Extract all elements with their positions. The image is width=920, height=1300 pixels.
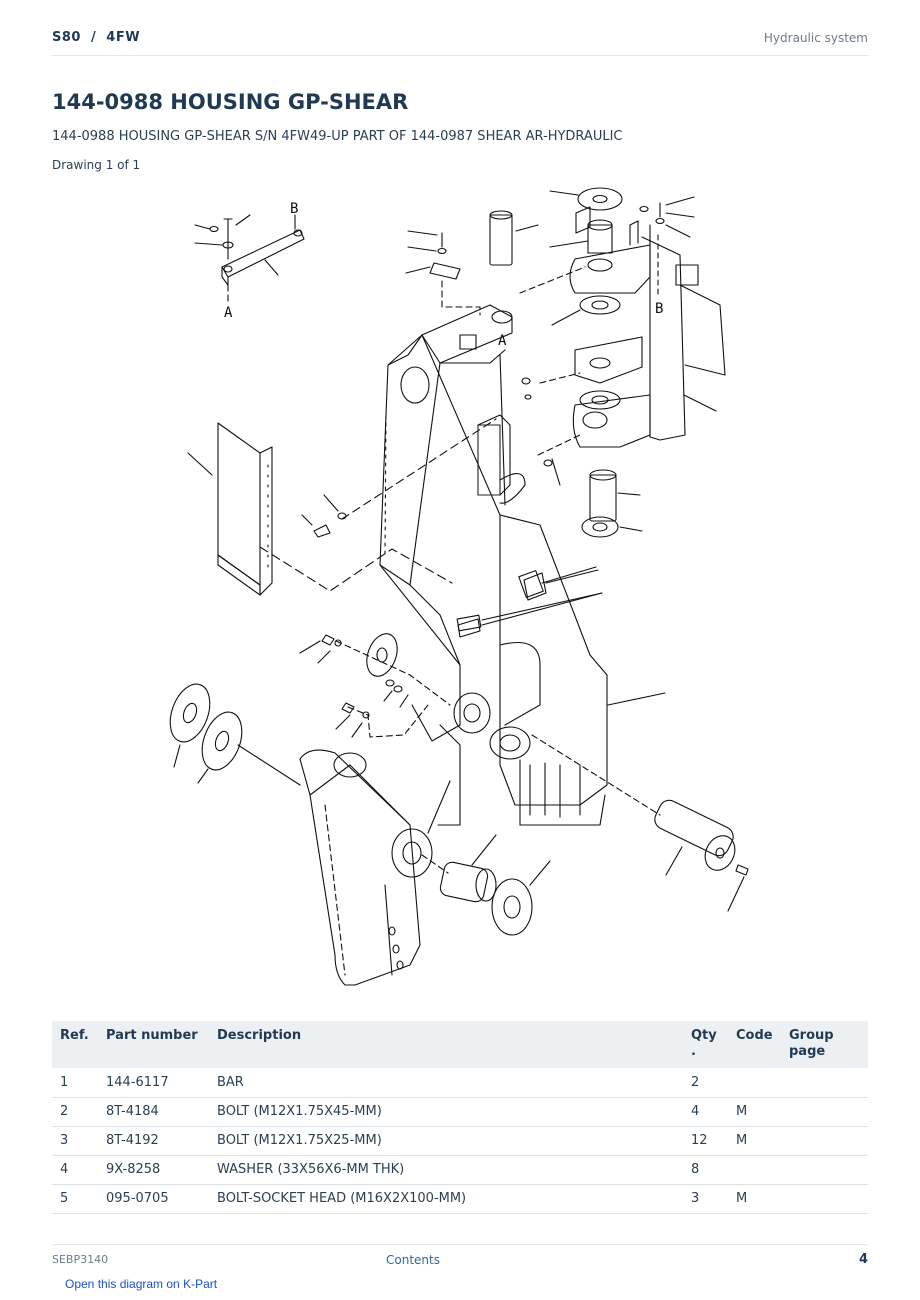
row-qty: 3 xyxy=(683,1184,728,1214)
left-pins xyxy=(169,633,451,786)
row-ref: 3 xyxy=(52,1126,98,1156)
page-number: 4 xyxy=(858,1252,868,1267)
row-part-number: 8T-4184 xyxy=(98,1097,209,1127)
row-code xyxy=(728,1155,781,1185)
open-k-part-link[interactable]: Open this diagram on K-Part xyxy=(65,1277,218,1291)
row-group-page xyxy=(781,1068,868,1098)
bar-assembly: B A xyxy=(194,201,305,321)
page-header: S80 / 4FW Hydraulic system xyxy=(52,30,868,52)
row-group-page xyxy=(781,1126,868,1156)
callout-b-left: B xyxy=(290,201,298,217)
model-label: S80 / 4FW xyxy=(52,30,141,45)
header-description: Description xyxy=(209,1021,683,1068)
row-ref: 2 xyxy=(52,1097,98,1127)
header-ref: Ref. xyxy=(52,1021,98,1068)
row-description: BOLT-SOCKET HEAD (M16X2X100-MM) xyxy=(209,1184,683,1214)
table-row: 2 8T-4184 BOLT (M12X1.75X45-MM) 4 M xyxy=(52,1097,868,1127)
row-ref: 1 xyxy=(52,1068,98,1098)
row-group-page xyxy=(781,1184,868,1214)
parts-table: Ref. Part number Description Qty . Code … xyxy=(52,1021,868,1214)
row-code xyxy=(728,1068,781,1098)
row-qty: 8 xyxy=(683,1155,728,1185)
row-description: BOLT (M12X1.75X45-MM) xyxy=(209,1097,683,1127)
row-group-page xyxy=(781,1155,868,1185)
right-bushing xyxy=(581,469,643,538)
header-group-page: Group page xyxy=(781,1021,868,1068)
pivot-stack: B xyxy=(549,187,726,448)
row-group-page xyxy=(781,1097,868,1127)
row-ref: 4 xyxy=(52,1155,98,1185)
header-qty: Qty . xyxy=(683,1021,728,1068)
page-subtitle: 144-0988 HOUSING GP-SHEAR S/N 4FW49-UP P… xyxy=(52,129,623,144)
row-code: M xyxy=(728,1097,781,1127)
row-qty: 4 xyxy=(683,1097,728,1127)
callout-b-right: B xyxy=(655,301,663,317)
callout-a-left: A xyxy=(224,305,233,321)
drawing-count: Drawing 1 of 1 xyxy=(52,158,141,172)
contents-link[interactable]: Contents xyxy=(386,1253,440,1267)
row-part-number: 9X-8258 xyxy=(98,1155,209,1185)
decals xyxy=(457,569,603,638)
section-label: Hydraulic system xyxy=(763,31,868,45)
row-ref: 5 xyxy=(52,1184,98,1214)
top-hardware xyxy=(405,210,539,316)
cover-plate xyxy=(187,422,453,596)
exploded-parts-diagram: B A xyxy=(160,185,770,1005)
upper-bolts xyxy=(301,266,586,538)
row-part-number: 144-6117 xyxy=(98,1068,209,1098)
row-code: M xyxy=(728,1184,781,1214)
row-qty: 12 xyxy=(683,1126,728,1156)
footer-divider xyxy=(52,1244,868,1245)
row-part-number: 095-0705 xyxy=(98,1184,209,1214)
row-description: BAR xyxy=(209,1068,683,1098)
main-housing: A xyxy=(379,304,666,826)
row-description: WASHER (33X56X6-MM THK) xyxy=(209,1155,683,1185)
row-part-number: 8T-4192 xyxy=(98,1126,209,1156)
header-part-number: Part number xyxy=(98,1021,209,1068)
table-row: 4 9X-8258 WASHER (33X56X6-MM THK) 8 xyxy=(52,1155,868,1185)
row-qty: 2 xyxy=(683,1068,728,1098)
lower-arm xyxy=(299,749,551,986)
page-title: 144-0988 HOUSING GP-SHEAR xyxy=(52,90,409,114)
callout-a-center: A xyxy=(498,333,507,349)
table-row: 5 095-0705 BOLT-SOCKET HEAD (M16X2X100-M… xyxy=(52,1184,868,1214)
row-code: M xyxy=(728,1126,781,1156)
table-row: 3 8T-4192 BOLT (M12X1.75X25-MM) 12 M xyxy=(52,1126,868,1156)
header-code: Code xyxy=(728,1021,781,1068)
table-row: 1 144-6117 BAR 2 xyxy=(52,1068,868,1098)
document-id: SEBP3140 xyxy=(52,1253,109,1266)
row-description: BOLT (M12X1.75X25-MM) xyxy=(209,1126,683,1156)
right-pin xyxy=(531,734,749,912)
header-divider xyxy=(52,55,868,56)
table-header-row: Ref. Part number Description Qty . Code … xyxy=(52,1021,868,1068)
diagram-svg: B A xyxy=(169,187,749,986)
